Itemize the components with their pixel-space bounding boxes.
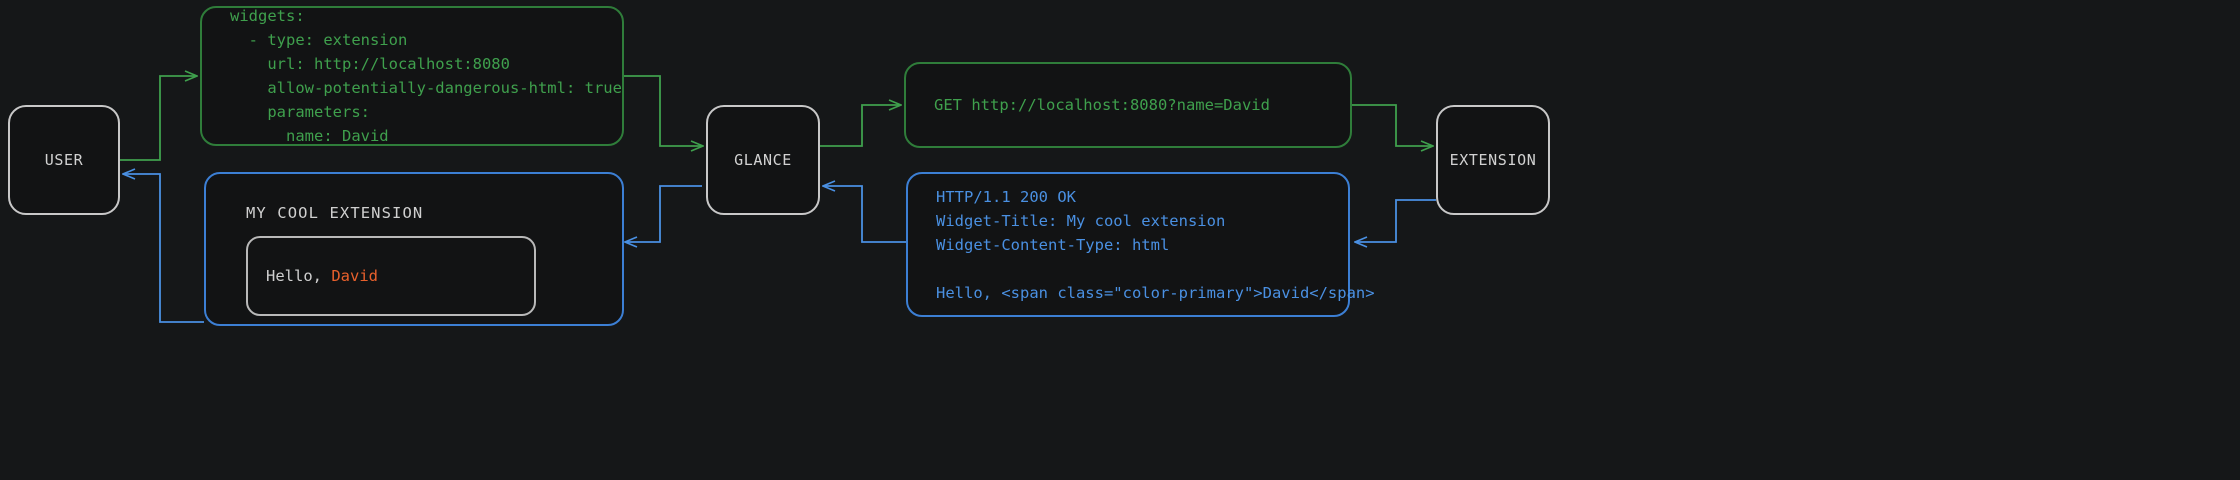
http-response-block: HTTP/1.1 200 OK Widget-Title: My cool ex… <box>906 172 1375 317</box>
widget-preview-title: MY COOL EXTENSION <box>246 204 424 222</box>
node-glance-label: GLANCE <box>734 151 792 169</box>
wire-widget-to-user <box>124 174 204 323</box>
node-user[interactable]: USER <box>8 105 120 215</box>
widget-greeting-name: David <box>331 267 378 285</box>
wire-user-to-config <box>120 76 196 161</box>
config-yaml-block: widgets: - type: extension url: http://l… <box>200 6 624 146</box>
wire-response-to-glance <box>824 186 906 243</box>
node-extension-label: EXTENSION <box>1449 151 1537 169</box>
wire-config-to-glance <box>624 75 702 146</box>
http-request-block: GET http://localhost:8080?name=David <box>904 62 1352 148</box>
widget-preview-body: Hello, David <box>246 236 536 316</box>
http-request-text: GET http://localhost:8080?name=David <box>934 96 1270 114</box>
widget-greeting: Hello, David <box>248 267 378 285</box>
node-glance[interactable]: GLANCE <box>706 105 820 215</box>
widget-greeting-prefix: Hello, <box>266 267 332 285</box>
node-extension[interactable]: EXTENSION <box>1436 105 1550 215</box>
wire-request-to-extension <box>1352 104 1432 146</box>
node-user-label: USER <box>44 151 84 169</box>
config-yaml-text: widgets: - type: extension url: http://l… <box>230 7 622 145</box>
widget-preview-card: MY COOL EXTENSION Hello, David <box>204 172 624 326</box>
wire-glance-to-request <box>820 105 900 147</box>
wire-glance-to-widget <box>626 185 702 242</box>
http-response-text: HTTP/1.1 200 OK Widget-Title: My cool ex… <box>936 187 1375 302</box>
